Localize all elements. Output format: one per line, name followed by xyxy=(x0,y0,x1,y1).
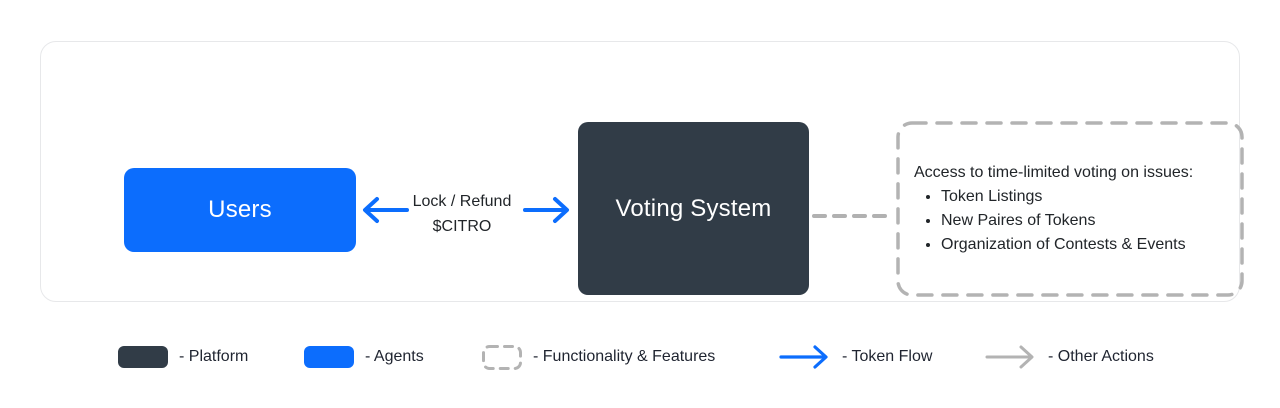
features-content: Access to time-limited voting on issues:… xyxy=(896,121,1244,297)
dashed-border-icon xyxy=(896,121,1244,297)
legend-item-token-flow: - Token Flow xyxy=(779,344,932,370)
token-flow-arrow-left-icon xyxy=(360,194,410,231)
other-actions-arrow-icon xyxy=(985,345,1034,369)
node-users: Users xyxy=(124,168,356,252)
node-voting-system-label: Voting System xyxy=(615,194,772,222)
features-list-item: Token Listings xyxy=(941,185,1226,209)
edge-label-line2: $CITRO xyxy=(432,218,492,235)
features-list-item: Organization of Contests & Events xyxy=(941,233,1226,257)
agents-swatch-icon xyxy=(304,346,354,368)
legend-item-agents: - Agents xyxy=(304,344,424,370)
node-voting-system: Voting System xyxy=(578,122,809,295)
token-flow-arrow-right-icon xyxy=(522,194,572,231)
legend-item-platform: - Platform xyxy=(118,344,248,370)
legend-agents-label: - Agents xyxy=(365,348,424,365)
legend-other-actions-label: - Other Actions xyxy=(1048,348,1154,365)
legend-platform-label: - Platform xyxy=(179,348,249,365)
features-list: Token Listings New Paires of Tokens Orga… xyxy=(914,185,1226,257)
dashed-connector-icon xyxy=(811,206,897,224)
platform-swatch-icon xyxy=(118,346,168,368)
features-list-item: New Paires of Tokens xyxy=(941,209,1226,233)
node-features: Access to time-limited voting on issues:… xyxy=(896,121,1244,297)
node-users-label: Users xyxy=(208,196,272,223)
legend-features-label: - Functionality & Features xyxy=(533,348,716,365)
token-flow-arrow-icon xyxy=(779,345,828,369)
features-intro: Access to time-limited voting on issues: xyxy=(914,164,1194,181)
edge-label-line1: Lock / Refund xyxy=(412,193,512,210)
legend-item-features: - Functionality & Features xyxy=(482,344,715,370)
edge-label: Lock / Refund $CITRO xyxy=(403,189,521,239)
diagram-card: Users Lock / Refund $CITRO Voting System xyxy=(40,41,1244,302)
dashed-swatch-icon xyxy=(482,344,522,370)
legend-token-flow-label: - Token Flow xyxy=(842,348,933,365)
legend-item-other-actions: - Other Actions xyxy=(985,344,1154,370)
